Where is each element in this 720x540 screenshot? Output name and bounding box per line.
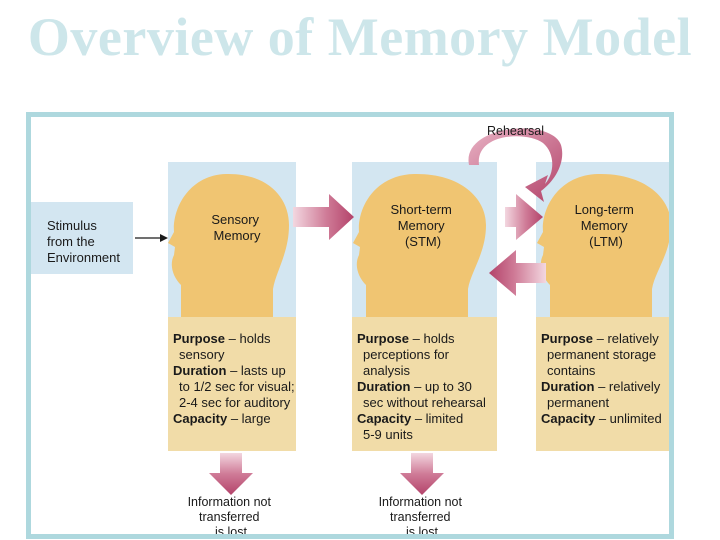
stage-title-line: Memory <box>581 218 628 233</box>
stage-sensory: Sensory Memory Purpose – holds sensory D… <box>168 162 298 451</box>
desc-line: sec without rehearsal <box>363 395 486 410</box>
desc-line: Purpose – holds <box>173 331 271 346</box>
stage-description: Purpose – relatively permanent storage c… <box>541 331 664 426</box>
rehearsal-label: Rehearsal <box>487 124 544 138</box>
lost-line: Information not <box>379 495 463 509</box>
rehearsal-arrow <box>468 128 563 202</box>
stage-description: Purpose – holds sensory Duration – lasts… <box>173 331 298 426</box>
stimulus-label: Stimulus from the Environment <box>47 218 120 265</box>
desc-line: Duration – lasts up <box>173 363 286 378</box>
desc-line: Duration – relatively <box>541 379 661 394</box>
desc-line: Capacity – large <box>173 411 271 426</box>
stm-lost-label: Information not transferred is lost <box>379 495 466 534</box>
head-icon <box>353 173 486 317</box>
lost-line: is lost <box>215 525 247 534</box>
desc-line: to 1/2 sec for visual; <box>179 379 295 394</box>
stage-bottom-panel <box>352 317 497 451</box>
stage-title: Short-term Memory (STM) <box>390 202 455 249</box>
desc-line: contains <box>547 363 596 378</box>
head-icon <box>537 173 669 317</box>
stage-short-term: Short-term Memory (STM) Purpose – holds … <box>352 162 497 451</box>
desc-line: Capacity – unlimited <box>541 411 662 426</box>
stage-title-line: Memory <box>214 228 261 243</box>
lost-line: Information not <box>188 495 272 509</box>
desc-line: Capacity – limited <box>357 411 463 426</box>
stimulus-line: Environment <box>47 250 120 265</box>
arrow-stm-lost <box>400 453 444 495</box>
page-title: Overview of Memory Model <box>27 7 693 67</box>
stage-title-line: Memory <box>398 218 445 233</box>
stage-title-line: (STM) <box>405 234 441 249</box>
arrow-ltm-to-stm <box>489 250 546 296</box>
desc-line: permanent <box>547 395 610 410</box>
desc-line: analysis <box>363 363 410 378</box>
arrow-sensory-to-stm <box>293 194 354 240</box>
stage-title-line: (LTM) <box>589 234 623 249</box>
desc-line: Purpose – holds <box>357 331 455 346</box>
desc-line: permanent storage <box>547 347 656 362</box>
stage-title-line: Long-term <box>575 202 634 217</box>
stimulus-box <box>31 202 133 274</box>
desc-line: perceptions for <box>363 347 450 362</box>
stage-title-line: Short-term <box>390 202 451 217</box>
desc-line: sensory <box>179 347 225 362</box>
memory-model-diagram: Stimulus from the Environment Sensory Me… <box>31 124 669 534</box>
lost-line: transferred <box>390 510 450 524</box>
desc-line: 2-4 sec for auditory <box>179 395 291 410</box>
arrow-stm-to-ltm <box>505 194 543 240</box>
desc-line: 5-9 units <box>363 427 413 442</box>
desc-line: Duration – up to 30 <box>357 379 472 394</box>
stage-title: Sensory Memory <box>211 212 262 243</box>
lost-line: transferred <box>199 510 259 524</box>
stage-description: Purpose – holds perceptions for analysis… <box>357 331 489 442</box>
stimulus-line: from the <box>47 234 95 249</box>
stage-long-term: Long-term Memory (LTM) Purpose – relativ… <box>536 162 669 451</box>
stage-title-line: Sensory <box>211 212 259 227</box>
stimulus-arrow-head <box>160 234 168 242</box>
stage-title: Long-term Memory (LTM) <box>575 202 638 249</box>
rehearsal-loop: Rehearsal <box>468 124 563 202</box>
desc-line: Purpose – relatively <box>541 331 659 346</box>
head-icon <box>168 173 289 317</box>
stage-bottom-panel <box>168 317 296 451</box>
sensory-lost-label: Information not transferred is lost <box>188 495 275 534</box>
figure-frame: Stimulus from the Environment Sensory Me… <box>26 112 674 539</box>
stage-bottom-panel <box>536 317 669 451</box>
stimulus-line: Stimulus <box>47 218 97 233</box>
arrow-sensory-lost <box>209 453 253 495</box>
lost-line: is lost <box>406 525 438 534</box>
